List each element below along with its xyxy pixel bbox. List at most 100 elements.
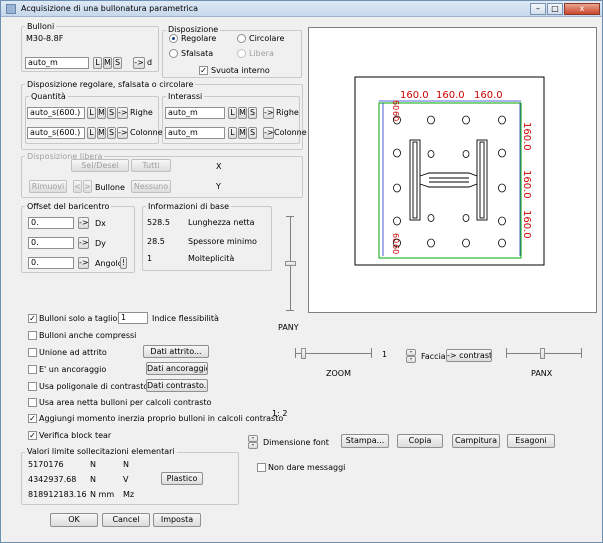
valori-unit: N mm: [90, 490, 115, 499]
interassi-righe-input[interactable]: auto_m: [165, 107, 225, 119]
interassi-colonne-input[interactable]: auto_m: [165, 127, 225, 139]
maximize-button[interactable]: □: [547, 3, 563, 15]
quantita-righe-input[interactable]: auto_s(600.): [27, 107, 85, 119]
block-tear-label: Verifica block tear: [39, 431, 112, 440]
nessuno-button[interactable]: Nessuno: [131, 180, 171, 193]
q-righe-arrow[interactable]: ->: [117, 107, 128, 119]
offset-dx-input[interactable]: 0.: [28, 217, 74, 229]
circolare-radio[interactable]: [237, 34, 246, 43]
q-col-S[interactable]: S: [107, 127, 116, 139]
dati-contrasto-button[interactable]: Dati contrasto...: [146, 379, 208, 392]
sfalsata-radio[interactable]: [169, 49, 178, 58]
non-dare-messaggi-checkbox[interactable]: [257, 463, 266, 472]
i-col-arrow[interactable]: ->: [263, 127, 274, 139]
block-tear-checkbox[interactable]: ✓: [28, 431, 37, 440]
momento-checkbox[interactable]: ✓: [28, 414, 37, 423]
imposta-button[interactable]: Imposta: [153, 513, 201, 527]
offset-label: Offset del baricentro: [25, 202, 112, 211]
offset-dy-input[interactable]: 0.: [28, 237, 74, 249]
svuota-checkbox[interactable]: ✓: [199, 66, 208, 75]
q-righe-M[interactable]: M: [97, 107, 106, 119]
close-button[interactable]: x: [564, 3, 600, 15]
plastico-button[interactable]: Plastico: [161, 472, 203, 485]
i-col-M[interactable]: M: [238, 127, 247, 139]
bolt-S-button[interactable]: S: [113, 57, 122, 69]
faccia-down-button[interactable]: -: [406, 356, 416, 363]
libera-label: Libera: [249, 49, 274, 58]
bolt-arrow-button[interactable]: ->: [133, 57, 145, 69]
i-righe-arrow[interactable]: ->: [263, 107, 274, 119]
contrasto-button[interactable]: -> contrasto: [446, 349, 492, 362]
interassi-label: Interassi: [166, 92, 205, 101]
bulloni-label: Bulloni: [25, 22, 57, 31]
campitura-button[interactable]: Campitura: [452, 434, 500, 448]
ancoraggio-checkbox[interactable]: [28, 365, 37, 374]
faccia-up-button[interactable]: -: [406, 349, 416, 356]
font-up-button[interactable]: -: [248, 435, 258, 442]
pany-label: PANY: [278, 323, 299, 332]
drawing-canvas[interactable]: 160.0 160.0 160.0 160.0 160.0 160.0 60 6…: [308, 27, 597, 313]
esagoni-button[interactable]: Esagoni: [507, 434, 555, 448]
ok-button[interactable]: OK: [50, 513, 98, 527]
bolt-hole: [393, 238, 401, 248]
next-bolt-button[interactable]: >: [83, 180, 92, 193]
panx-slider-thumb[interactable]: [540, 348, 545, 359]
pany-slider-thumb[interactable]: [285, 261, 296, 266]
bolt-hole-inner: [427, 214, 435, 222]
q-righe-L[interactable]: L: [87, 107, 96, 119]
bolt-hole: [427, 115, 435, 125]
poligonale-checkbox[interactable]: [28, 382, 37, 391]
stampa-button[interactable]: Stampa...: [341, 434, 389, 448]
q-col-label: Colonne: [130, 128, 163, 137]
bolt-hole-inner: [462, 150, 470, 158]
libera-radio[interactable]: [237, 49, 246, 58]
offset-angolo-arrow[interactable]: ->: [78, 257, 89, 269]
offset-angolo-input[interactable]: 0.: [28, 257, 74, 269]
i-col-L[interactable]: L: [228, 127, 237, 139]
copia-button[interactable]: Copia: [397, 434, 443, 448]
q-col-M[interactable]: M: [97, 127, 106, 139]
dim-left: 60: [391, 100, 400, 110]
font-down-button[interactable]: -: [248, 442, 258, 449]
angolo-excl-button[interactable]: !: [120, 257, 127, 269]
offset-dy-arrow[interactable]: ->: [78, 237, 89, 249]
cancel-button[interactable]: Cancel: [102, 513, 150, 527]
tutti-button[interactable]: Tutti: [131, 159, 171, 172]
i-righe-L[interactable]: L: [228, 107, 237, 119]
attrito-checkbox[interactable]: [28, 348, 37, 357]
bolt-hole-inner: [427, 150, 435, 158]
bolt-zone: [378, 102, 522, 259]
offset-dx-arrow[interactable]: ->: [78, 217, 89, 229]
regolare-radio[interactable]: [169, 34, 178, 43]
bolt-L-button[interactable]: L: [93, 57, 102, 69]
bolt-diameter-input[interactable]: auto_m: [25, 57, 89, 69]
dati-attrito-button[interactable]: Dati attrito...: [143, 345, 209, 358]
area-netta-checkbox[interactable]: [28, 398, 37, 407]
info-value: 1: [147, 254, 153, 263]
zoom-slider-thumb[interactable]: [301, 348, 306, 359]
indice-input[interactable]: 1: [118, 312, 148, 324]
rimuovi-button[interactable]: Rimuovi: [29, 180, 67, 193]
i-righe-S[interactable]: S: [248, 107, 257, 119]
i-col-S[interactable]: S: [248, 127, 257, 139]
valori-sym: V: [123, 475, 129, 484]
bolt-hole: [498, 115, 506, 125]
minimize-button[interactable]: –: [530, 3, 546, 15]
prev-bolt-button[interactable]: <: [73, 180, 82, 193]
dati-ancoraggio-button[interactable]: Dati ancoraggio...: [146, 362, 208, 375]
h-profile: [409, 139, 488, 221]
q-col-L[interactable]: L: [87, 127, 96, 139]
q-col-arrow[interactable]: ->: [117, 127, 128, 139]
solo-taglio-checkbox[interactable]: ✓: [28, 314, 37, 323]
compressi-checkbox[interactable]: [28, 331, 37, 340]
bulloni-group: [21, 26, 159, 72]
i-righe-M[interactable]: M: [238, 107, 247, 119]
quantita-colonne-input[interactable]: auto_s(600.): [27, 127, 85, 139]
zoom-slider-track[interactable]: [295, 353, 371, 354]
dx-label: Dx: [95, 219, 106, 228]
q-righe-S[interactable]: S: [107, 107, 116, 119]
regular-label: Disposizione regolare, sfalsata o circol…: [25, 80, 196, 89]
seldesel-button[interactable]: Sel/Desel: [71, 159, 129, 172]
bolt-M-button[interactable]: M: [103, 57, 112, 69]
